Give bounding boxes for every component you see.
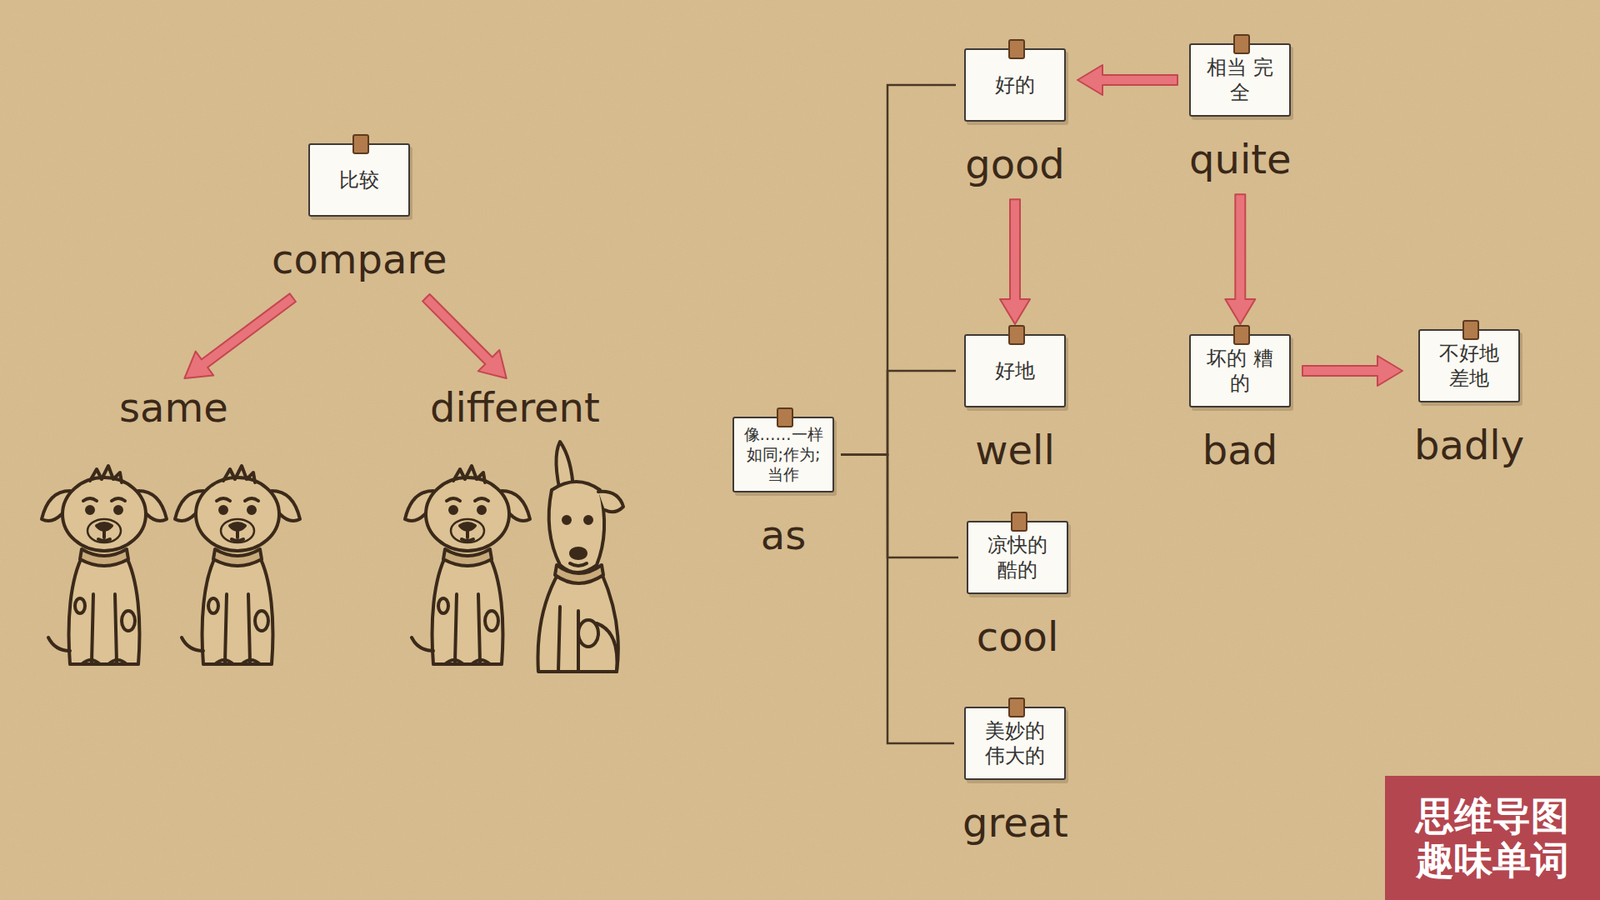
note-card-node: 坏的 糟的 bad (1189, 334, 1291, 474)
word-node: same (119, 385, 229, 431)
watermark-box: 思维导图 趣味单词 (1385, 775, 1600, 900)
note-card: 像……一样 如同;作为;当作 (732, 416, 835, 493)
note-card-node: 相当 完全 quite (1189, 43, 1292, 183)
pin-tab (1233, 325, 1250, 345)
card-meaning: 好的 (995, 72, 1035, 98)
note-card: 凉快的 酷的 (966, 520, 1069, 595)
note-card-node: 比较 compare (271, 143, 448, 283)
english-word: as (760, 512, 806, 559)
note-card: 美妙的 伟大的 (964, 706, 1066, 780)
english-word: different (430, 385, 600, 431)
pin-tab (1462, 320, 1480, 340)
red-arrow (184, 293, 296, 379)
pin-tab (1008, 39, 1025, 60)
dog-figure (538, 441, 625, 672)
pin-tab (1008, 697, 1025, 718)
bracket-line (840, 455, 959, 558)
red-arrow (1077, 65, 1178, 95)
red-arrow (1000, 199, 1030, 325)
note-card-node: 凉快的 酷的 cool (966, 520, 1069, 660)
dog-figure (175, 465, 300, 665)
card-meaning: 比较 (339, 167, 380, 193)
english-word: well (975, 427, 1055, 474)
watermark: 思维导图 趣味单词 (1398, 794, 1587, 883)
pin-tab (1010, 511, 1028, 532)
english-word: same (119, 385, 229, 431)
note-card: 坏的 糟的 (1189, 334, 1291, 408)
card-meaning: 相当 完全 (1202, 55, 1278, 105)
dog-figure (41, 465, 167, 665)
card-meaning: 不好地 差地 (1431, 340, 1507, 391)
red-arrow (1302, 355, 1403, 386)
card-meaning: 像……一样 如同;作为;当作 (740, 425, 826, 485)
pin-tab (1233, 34, 1250, 55)
english-word: bad (1202, 427, 1278, 474)
dog-figure (405, 465, 530, 665)
english-word: great (962, 800, 1069, 846)
note-card-node: 不好地 差地 badly (1414, 329, 1525, 469)
english-word: quite (1189, 136, 1292, 183)
pin-tab (352, 134, 370, 155)
card-meaning: 坏的 糟的 (1202, 345, 1278, 396)
red-arrow (422, 294, 507, 379)
bracket-line (840, 370, 956, 455)
red-arrow (1225, 194, 1255, 325)
word-node: different (430, 385, 600, 431)
card-meaning: 好地 (995, 358, 1035, 384)
bracket-line (840, 455, 955, 744)
card-meaning: 凉快的 酷的 (980, 532, 1055, 583)
note-card-node: 好地 well (964, 334, 1066, 474)
pin-tab (1008, 325, 1025, 345)
note-card: 相当 完全 (1189, 43, 1291, 117)
english-word: cool (976, 614, 1059, 660)
note-card: 比较 (308, 143, 410, 217)
note-card-node: 好的 good (964, 48, 1066, 188)
english-word: badly (1414, 422, 1525, 469)
english-word: good (965, 141, 1065, 188)
bracket-line (840, 85, 956, 455)
note-card-node: 像……一样 如同;作为;当作 as (732, 416, 835, 559)
note-card-node: 美妙的 伟大的 great (962, 706, 1069, 846)
note-card: 好的 (964, 48, 1066, 122)
note-card: 不好地 差地 (1418, 329, 1520, 403)
pin-tab (776, 407, 794, 428)
card-meaning: 美妙的 伟大的 (977, 718, 1053, 769)
note-card: 好地 (964, 334, 1066, 408)
english-word: compare (271, 236, 448, 283)
